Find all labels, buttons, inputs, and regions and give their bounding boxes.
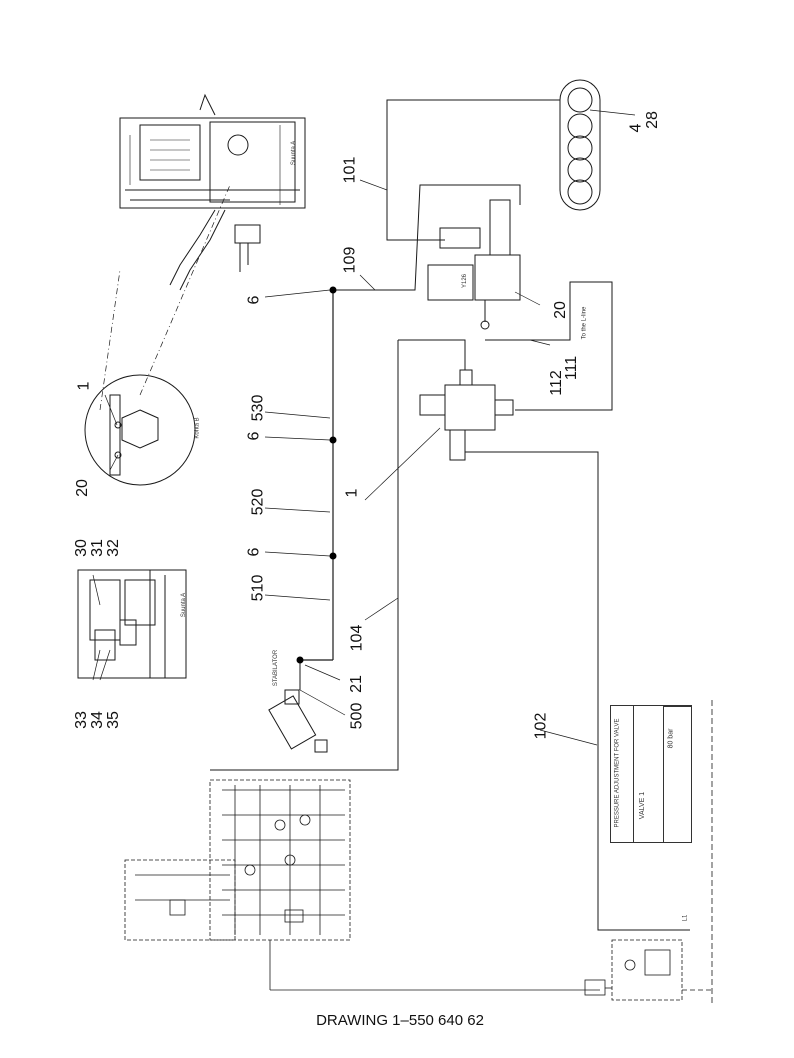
label-kohta-b: Kohta B	[194, 417, 201, 439]
callout-101: 101	[341, 156, 359, 184]
gauge-panel	[559, 79, 601, 211]
valve-block-1	[419, 369, 514, 461]
callout-520: 520	[249, 488, 267, 516]
label-to-l-line: To the L-line	[581, 306, 588, 340]
detail-leader-line	[139, 184, 231, 396]
label-y126: Y126	[462, 273, 469, 289]
callout-510: 510	[249, 574, 267, 602]
line-109	[333, 184, 521, 291]
callout-4: 4	[627, 123, 645, 133]
view-suunta-a	[77, 569, 187, 679]
callout-33: 33	[72, 711, 90, 729]
callout-500: 500	[348, 702, 366, 730]
callout-6-c: 6	[245, 547, 263, 557]
pressure-adjustment-table: PRESSURE ADJUSTMENT FOR VALVE VALVE 1 80…	[610, 705, 692, 843]
hydraulic-circuit-schematic	[124, 779, 600, 991]
label-suunta-a: Suunta A	[181, 592, 188, 618]
line-104	[210, 340, 399, 771]
pressure-valve-unit	[584, 700, 713, 1005]
callout-111: 111	[563, 355, 581, 381]
label-l1: L1	[682, 914, 689, 922]
label-suunta-a-top: Suunta A	[291, 140, 298, 166]
callout-1-top: 1	[75, 381, 93, 391]
stabilator-unit	[268, 660, 328, 753]
callout-102: 102	[532, 712, 550, 740]
drawing-caption: DRAWING 1–550 640 62	[316, 1012, 484, 1029]
callout-leaders	[92, 109, 636, 746]
table-valve-cell: VALVE 1	[633, 706, 664, 842]
junction-dots	[296, 286, 337, 664]
callout-1-mid: 1	[343, 488, 361, 498]
callout-32: 32	[104, 539, 122, 557]
line-104-top	[398, 339, 466, 370]
line-102	[465, 451, 690, 931]
line-111-112	[485, 281, 613, 411]
callout-28: 28	[643, 111, 661, 129]
table-value-cell: 80 bar	[663, 706, 691, 843]
detail-circle-kohta-b	[84, 374, 196, 486]
callout-21: 21	[347, 675, 365, 693]
callout-30: 30	[72, 539, 90, 557]
table-valve: VALVE 1	[639, 791, 647, 820]
callout-104: 104	[348, 624, 366, 652]
callout-6-a: 6	[245, 295, 263, 305]
valve-block-20	[427, 199, 521, 330]
table-value: 80 bar	[667, 728, 675, 749]
callout-109: 109	[341, 246, 359, 274]
machine-assembly-top	[119, 93, 306, 291]
callout-20-right: 20	[551, 301, 569, 319]
table-header-cell: PRESSURE ADJUSTMENT FOR VALVE	[611, 706, 634, 842]
callout-530: 530	[249, 394, 267, 422]
callout-31: 31	[88, 539, 106, 557]
label-stabilator: STABILATOR	[273, 649, 280, 687]
table-header: PRESSURE ADJUSTMENT FOR VALVE	[614, 718, 621, 828]
callout-34: 34	[88, 711, 106, 729]
callout-6-b: 6	[245, 431, 263, 441]
line-101	[386, 99, 560, 241]
callout-35: 35	[104, 711, 122, 729]
callout-20-top: 20	[73, 479, 91, 497]
